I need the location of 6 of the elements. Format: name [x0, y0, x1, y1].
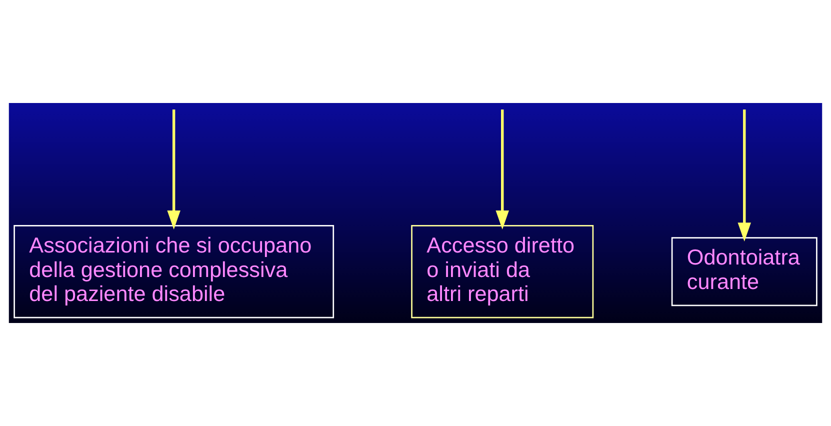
node-box: Accesso diretto o inviati da altri reparti [411, 224, 594, 318]
node-box: Associazioni che si occupano della gestione complessiva del paziente disabile [14, 224, 334, 318]
arrow [496, 110, 509, 230]
arrow [738, 110, 752, 242]
node-box: Odontoiatra curante [671, 237, 818, 306]
arrow [167, 110, 180, 230]
